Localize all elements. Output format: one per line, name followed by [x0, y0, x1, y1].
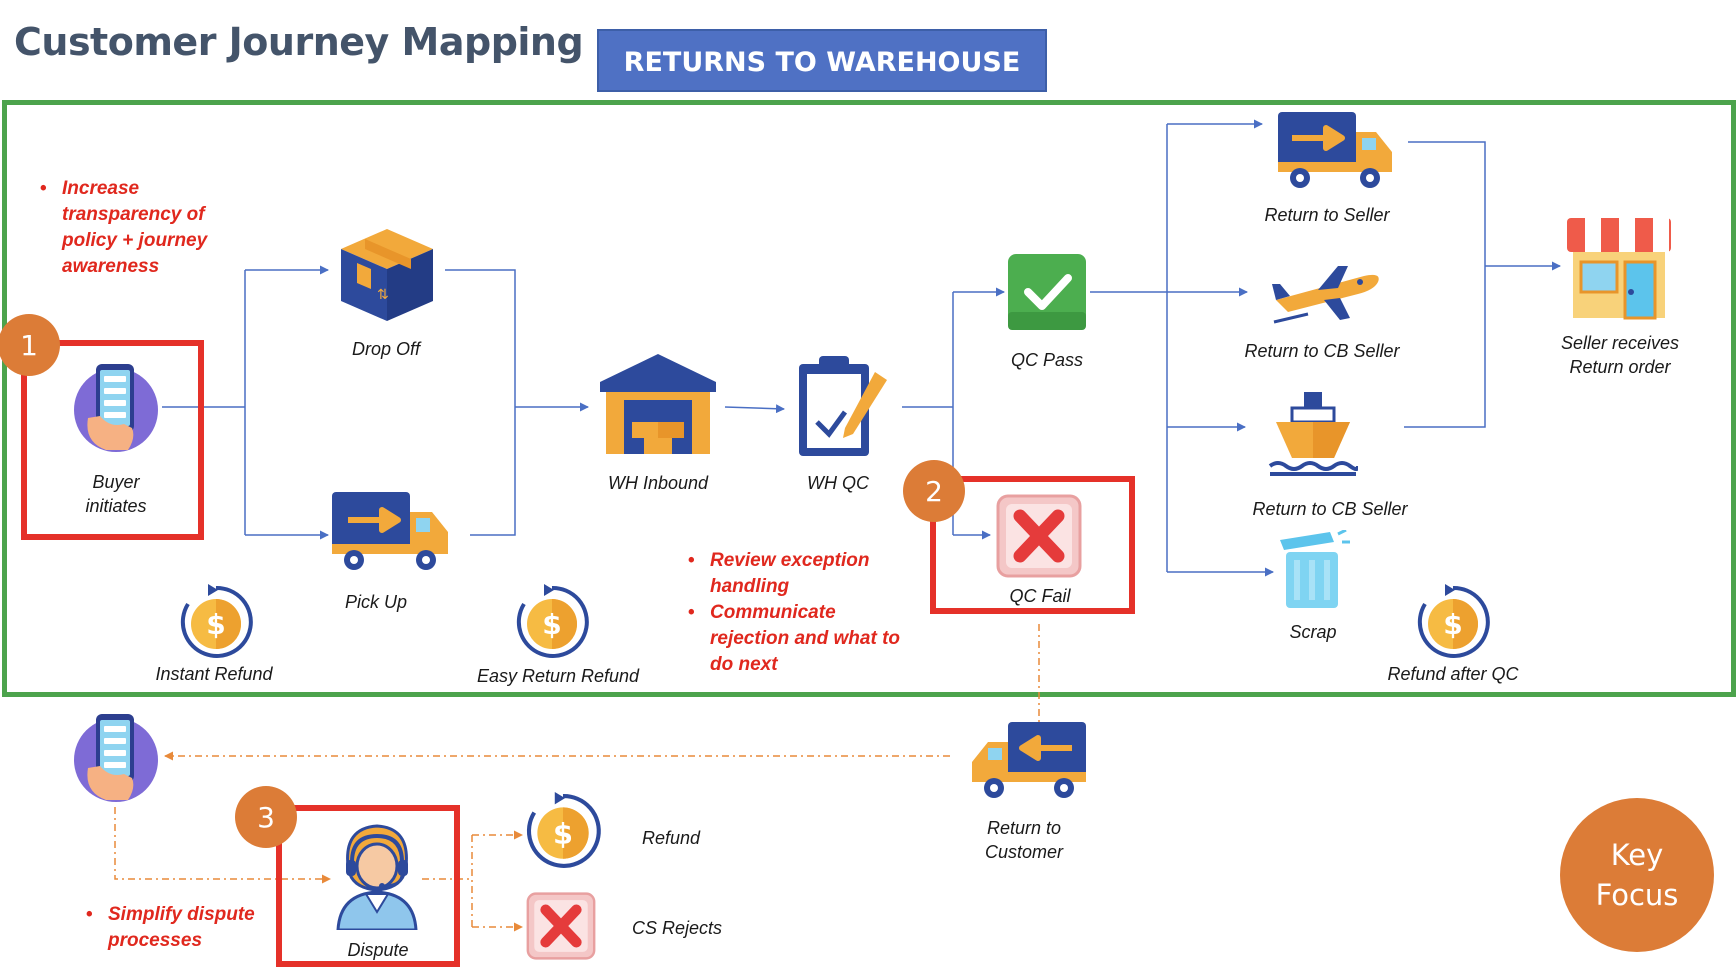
focus-area-frame: [2, 100, 1736, 697]
focus-2-bullet: Review exception handling: [688, 548, 918, 600]
return-truck-icon: [972, 722, 1086, 798]
focus-1-bullet: Increase transparency of policy + journe…: [40, 176, 230, 280]
scrap-label: Scrap: [1289, 622, 1337, 642]
phone-hand-icon: [74, 364, 158, 452]
focus-1-bullets: Increase transparency of policy + journe…: [40, 176, 230, 280]
svg-text:$: $: [542, 608, 561, 641]
svg-text:⇅: ⇅: [377, 287, 389, 303]
refund-coin-icon: $: [1417, 584, 1490, 658]
refund-coin-icon: $: [526, 792, 601, 868]
cross-badge-icon: [996, 494, 1082, 578]
focus-3-bullets: Simplify dispute processes: [86, 902, 276, 954]
dispute-label: Dispute: [347, 940, 409, 960]
reject-cross-icon: [526, 892, 596, 960]
return-to-cb-seller-sea-label: Return to CB Seller: [1252, 499, 1408, 519]
ship-icon: [1268, 392, 1358, 476]
wh-qc-label: WH QC: [807, 473, 869, 493]
warehouse-icon: [600, 354, 716, 454]
focus-3-bullet: Simplify dispute processes: [86, 902, 276, 954]
support-agent-icon: [336, 824, 418, 930]
key-focus-badge: Key Focus: [1560, 798, 1714, 952]
cs-rejects-label: CS Rejects: [632, 918, 723, 938]
package-box-icon: ⇅: [341, 229, 433, 321]
refund-coin-icon: $: [180, 584, 253, 658]
page-title: Customer Journey Mapping: [14, 20, 584, 64]
check-badge-icon: [1008, 254, 1086, 330]
trash-bin-icon: [1280, 530, 1350, 608]
refund-label: Refund: [642, 828, 701, 848]
pick-up-label: Pick Up: [344, 592, 407, 612]
highlight-box-2: [930, 476, 1135, 614]
focus-badge-1: 1: [0, 314, 60, 376]
store-icon: [1567, 218, 1671, 320]
svg-text:$: $: [553, 816, 573, 850]
drop-off-label: Drop Off: [351, 339, 421, 359]
clipboard-check-icon: [799, 356, 887, 456]
return-to-cb-seller-air-label: Return to CB Seller: [1244, 341, 1400, 361]
return-to-customer-label: Return to Customer: [984, 818, 1064, 862]
refund-coin-icon: $: [516, 584, 589, 658]
refund-after-qc-label: Refund after QC: [1387, 664, 1519, 684]
seller-receives-label: Seller receives Return order: [1560, 333, 1680, 377]
delivery-truck-icon: [332, 492, 448, 570]
highlight-box-3: [276, 805, 460, 967]
focus-2-bullets: Review exception handling Communicate re…: [688, 548, 918, 678]
airplane-icon: [1272, 266, 1379, 324]
focus-badge-3: 3: [235, 786, 297, 848]
focus-2-bullet: Communicate rejection and what to do nex…: [688, 600, 918, 678]
qc-pass-label: QC Pass: [1010, 350, 1084, 370]
wh-inbound-label: WH Inbound: [607, 473, 709, 493]
svg-text:$: $: [1443, 608, 1462, 641]
section-banner: RETURNS TO WAREHOUSE: [597, 29, 1047, 92]
highlight-box-1: [21, 340, 204, 540]
easy-return-refund-label: Easy Return Refund: [476, 666, 640, 686]
return-to-seller-label: Return to Seller: [1264, 205, 1390, 225]
instant-refund-label: Instant Refund: [155, 664, 273, 684]
buyer-initiates-label: Buyer initiates: [85, 472, 147, 516]
svg-text:$: $: [206, 608, 225, 641]
truck-icon: [1278, 112, 1392, 188]
qc-fail-label: QC Fail: [1009, 586, 1071, 606]
focus-badge-2: 2: [903, 460, 965, 522]
phone-hand-icon: [74, 714, 158, 802]
